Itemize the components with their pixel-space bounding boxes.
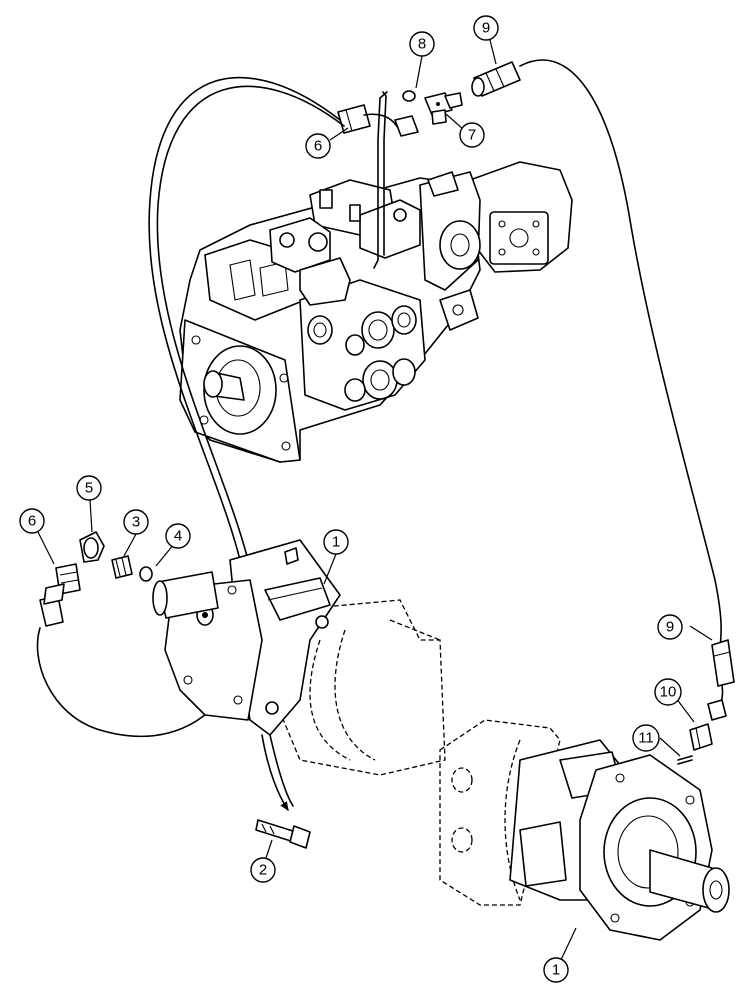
svg-text:1: 1 [332, 534, 340, 551]
svg-text:10: 10 [660, 684, 677, 701]
svg-text:8: 8 [418, 36, 426, 53]
svg-text:6: 6 [314, 138, 322, 155]
right-motor-fittings [677, 639, 735, 765]
svg-text:9: 9 [666, 619, 674, 636]
callout-2-bolt: 2 [250, 857, 276, 883]
svg-text:1: 1 [552, 962, 560, 979]
mounting-bolt [255, 819, 311, 849]
callout-6-hose-lower: 6 [19, 508, 45, 534]
callout-1-left-motor: 1 [323, 529, 349, 555]
drive-motor-right [439, 719, 730, 941]
callout-7-tee: 7 [459, 122, 485, 148]
bolt-indicator-arrow [261, 734, 289, 811]
svg-text:4: 4 [174, 528, 182, 545]
drive-motor-left [152, 539, 446, 776]
svg-text:7: 7 [468, 127, 476, 144]
callout-8-o-ring: 8 [409, 31, 435, 57]
svg-text:3: 3 [132, 514, 140, 531]
callout-9-hose-lower: 9 [657, 614, 683, 640]
left-motor-fittings [39, 531, 153, 627]
callout-1-right-motor: 1 [543, 957, 569, 983]
callout-10-fitting: 10 [654, 678, 682, 706]
hydraulic-pump-assembly [179, 161, 573, 463]
svg-text:6: 6 [28, 513, 36, 530]
callout-6-hose-upper: 6 [305, 133, 331, 159]
svg-text:11: 11 [638, 730, 654, 747]
callout-11-seal: 11 [632, 724, 660, 752]
case-drain-hose-right [519, 59, 722, 649]
callout-9-hose-upper: 9 [473, 15, 499, 41]
callout-3-fitting: 3 [123, 509, 149, 535]
tee-fitting-assembly [337, 61, 521, 269]
svg-text:5: 5 [85, 480, 93, 497]
svg-text:9: 9 [482, 20, 490, 37]
callout-5-elbow: 5 [76, 475, 102, 501]
case-drain-hose-left [36, 76, 341, 738]
callout-4-o-ring: 4 [165, 523, 191, 549]
leader-lines [37, 39, 713, 963]
svg-text:2: 2 [259, 862, 267, 879]
